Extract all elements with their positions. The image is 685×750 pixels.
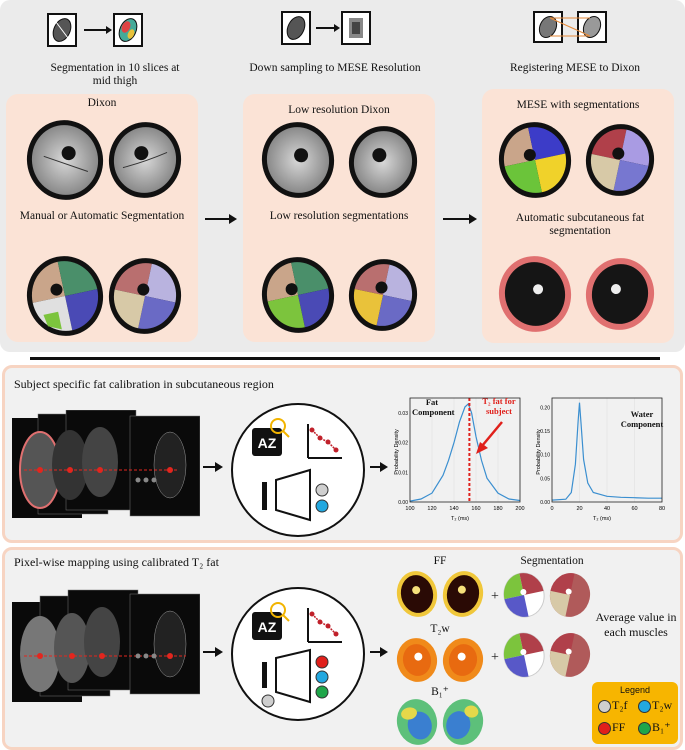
water-x-tick-label: 20 xyxy=(576,506,582,512)
manual-segmentation-images xyxy=(26,256,182,336)
low-res-segmentation-label: Low resolution segmentations xyxy=(269,210,409,222)
fat-x-tick-label: 140 xyxy=(449,506,458,512)
water-y-tick-label: 0.05 xyxy=(540,476,550,482)
dixon-images xyxy=(26,120,182,200)
arrow-5 xyxy=(203,647,223,657)
segmentation-caption: Segmentation xyxy=(520,555,584,567)
legend-title: Legend xyxy=(619,685,651,695)
fat-x-tick-label: 200 xyxy=(515,506,524,512)
subcutaneous-fat-images xyxy=(498,256,655,332)
legend-box: Legend T₂f T₂w FF B₁⁺ xyxy=(592,682,678,744)
calibration-title: Subject specific fat calibration in subc… xyxy=(14,377,274,391)
water-y-tick-label: 0.15 xyxy=(540,429,550,435)
arrow-1 xyxy=(205,214,237,224)
mese-echo-stack xyxy=(12,410,200,518)
downsampling-step-icon xyxy=(281,11,371,45)
arrow-4 xyxy=(370,462,388,472)
legend-b1-swatch xyxy=(638,722,651,735)
b1-label: B₁⁺ xyxy=(431,686,449,698)
legend-t2w-label: T₂w xyxy=(652,698,673,712)
water-ylabel: Probability Density xyxy=(536,429,542,475)
subcutaneous-label: Automatic subcutaneous fat segmentation xyxy=(515,212,645,237)
section-divider xyxy=(30,357,660,360)
water-x-tick-label: 40 xyxy=(604,506,610,512)
water-component-label: Water Component xyxy=(620,409,664,429)
fat-y-tick-label: 0.02 xyxy=(398,441,408,447)
legend-t2w-swatch xyxy=(638,700,651,713)
average-text: Average value in each muscles xyxy=(595,610,677,639)
water-histogram-chart: Probability Density 0 20 40 60 80 0.00 0.05 0.1… xyxy=(536,397,665,522)
arrow-3 xyxy=(203,462,223,472)
fat-series-line xyxy=(409,402,521,502)
fat-y-tick-label: 0.03 xyxy=(398,411,408,417)
fat-y-tick-label: 0.01 xyxy=(398,470,408,476)
fat-plot-frame xyxy=(409,397,521,503)
fat-ylabel: Probability Density xyxy=(394,429,400,475)
annotation-arrow xyxy=(476,421,503,454)
legend-t2f-swatch xyxy=(598,700,611,713)
low-res-dixon-label: Low resolution Dixon xyxy=(288,104,390,116)
b1-map xyxy=(396,699,484,745)
fat-x-tick-label: 120 xyxy=(427,506,436,512)
arrow-2 xyxy=(443,214,477,224)
ff-map xyxy=(396,571,484,617)
step1-caption: Segmentation in 10 slices at mid thigh xyxy=(50,62,180,87)
water-x-tick-label: 0 xyxy=(550,506,553,512)
t2w-map xyxy=(396,638,484,682)
fat-xlabel: T₂ (ms) xyxy=(451,516,469,522)
water-plot-frame xyxy=(551,397,663,503)
fitting-model-circle: AZ xyxy=(231,403,365,537)
fat-x-tick-label: 180 xyxy=(493,506,502,512)
segmentation-label: Manual or Automatic Segmentation xyxy=(19,210,185,222)
ff-label: FF xyxy=(433,555,447,567)
mese-label: MESE with segmentations xyxy=(516,99,640,111)
water-x-tick-label: 80 xyxy=(659,506,665,512)
water-series-line xyxy=(551,402,662,501)
water-y-tick-label: 0.10 xyxy=(540,453,550,459)
step2-caption: Down sampling to MESE Resolution xyxy=(249,62,421,74)
fat-x-tick-label: 100 xyxy=(405,506,414,512)
low-res-dixon-images xyxy=(261,122,418,198)
step3-caption: Registering MESE to Dixon xyxy=(509,62,640,74)
svg-text:AZ: AZ xyxy=(258,619,277,635)
segmentation-map-2 xyxy=(503,632,591,678)
mese-segmentation-images xyxy=(498,122,655,198)
low-res-segmentation-images xyxy=(261,257,418,333)
legend-ff-swatch xyxy=(598,722,611,735)
arrow-6 xyxy=(370,647,388,657)
mese-echo-stack-2 xyxy=(12,589,200,702)
plus-1: + xyxy=(491,589,499,604)
water-y-tick-label: 0.00 xyxy=(540,500,550,506)
registration-step-icon xyxy=(533,11,607,43)
fat-component-label: Fat Component xyxy=(412,397,455,417)
dixon-label: Dixon xyxy=(87,97,117,109)
mapping-model-circle: AZ xyxy=(231,587,365,721)
t2-fat-annotation: T₂ fat for subject xyxy=(482,396,516,416)
legend-ff-label: FF xyxy=(612,720,626,734)
legend-b1-label: B₁⁺ xyxy=(652,720,671,734)
water-x-tick-label: 60 xyxy=(631,506,637,512)
mapping-title: Pixel-wise mapping using calibrated T₂ f… xyxy=(14,555,219,569)
fat-y-tick-label: 0.00 xyxy=(398,500,408,506)
fat-histogram-chart: Probability Density 100 120 140 160 180 200 0.… xyxy=(394,397,525,522)
water-y-tick-label: 0.20 xyxy=(540,405,550,411)
water-xlabel: T₂ (ms) xyxy=(593,516,611,522)
t2w-label: T₂w xyxy=(430,623,450,635)
fat-x-tick-label: 160 xyxy=(471,506,480,512)
svg-text:AZ: AZ xyxy=(258,435,277,451)
segmentation-map-1 xyxy=(503,572,591,618)
legend-t2f-label: T₂f xyxy=(612,698,628,712)
plus-2: + xyxy=(491,650,499,665)
segmentation-step-icon xyxy=(47,13,143,47)
